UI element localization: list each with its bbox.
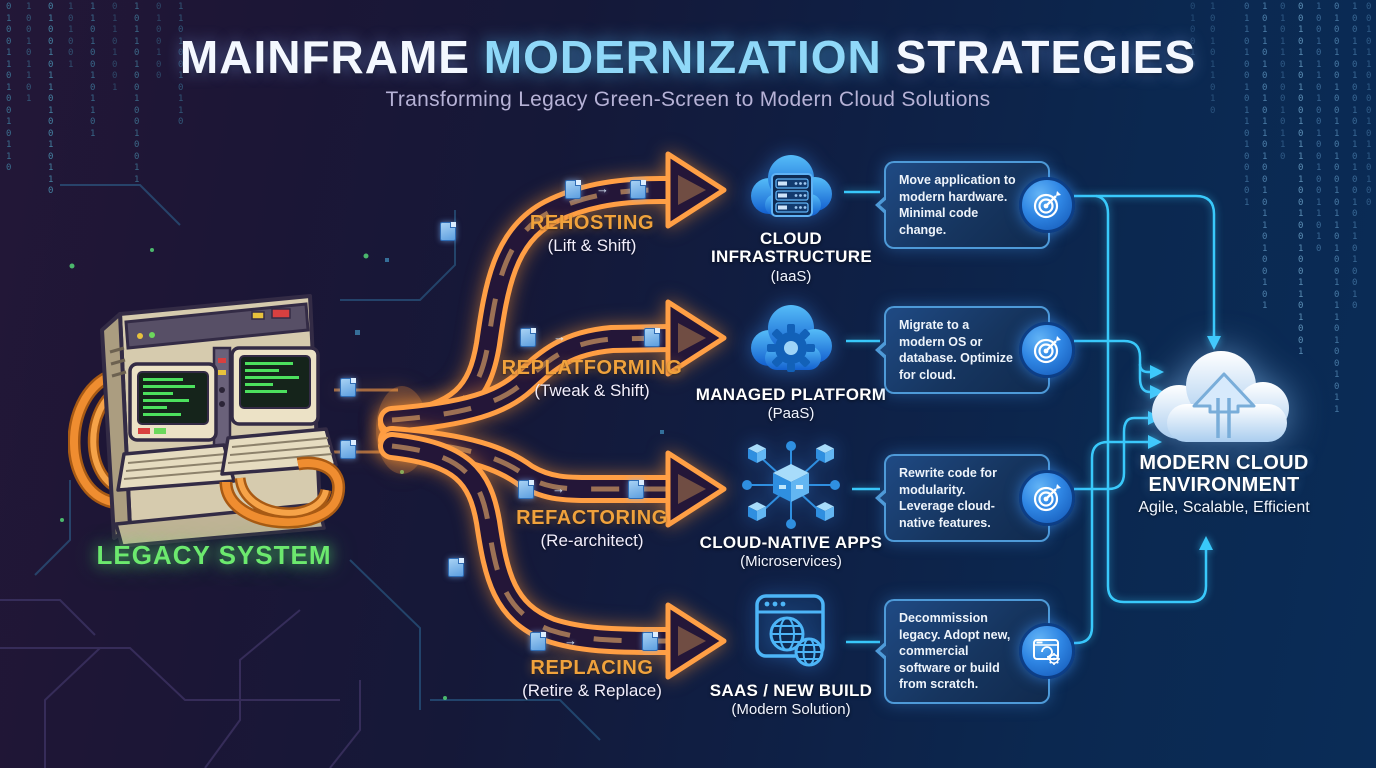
file-icon <box>628 480 644 499</box>
title-part-modernization: MODERNIZATION <box>483 31 882 83</box>
strategy-label-rehosting: REHOSTING (Lift & Shift) <box>472 212 712 256</box>
title-part-mainframe: MAINFRAME <box>179 31 470 83</box>
bubble-text: Move application to modern hardware. Min… <box>899 173 1016 237</box>
file-icon <box>530 632 546 651</box>
binary-rain-column: 1 0 0 1 0 1 1 0 1 <box>26 2 32 104</box>
file-icon <box>340 440 356 459</box>
solution-managed-platform: MANAGED PLATFORM (PaaS) <box>691 300 891 422</box>
file-icon <box>518 480 534 499</box>
file-icon <box>448 558 464 577</box>
binary-rain-column: 1 0 0 1 0 1 1 0 1 0 0 1 0 0 1 0 0 1 1 0 … <box>1316 2 1322 254</box>
solution-subtitle: (Modern Solution) <box>731 701 851 719</box>
solution-title: MANAGED PLATFORM <box>695 385 887 404</box>
flow-arrow-replacing <box>378 432 727 680</box>
binary-rain-column: 1 0 1 0 0 1 <box>68 2 74 70</box>
solution-saas-new-build: SAAS / NEW BUILD (Modern Solution) <box>691 592 891 718</box>
solution-subtitle: (PaaS) <box>767 405 815 423</box>
binary-rain-column: 0 1 0 1 1 0 1 0 0 1 0 1 1 0 <box>1280 2 1286 162</box>
binary-rain-column: 0 1 0 0 1 0 <box>1190 2 1196 70</box>
cloud-gear-icon <box>751 305 832 372</box>
binary-rain-column: 1 0 1 1 0 1 0 0 1 0 1 1 0 1 0 0 1 0 1 1 … <box>1262 2 1268 311</box>
solution-subtitle: (Microservices) <box>740 553 842 571</box>
description-bubble-refactoring: Rewrite code for modularity. Leverage cl… <box>875 454 1075 542</box>
binary-rain-column: 0 1 0 0 1 0 0 1 0 0 1 1 0 1 0 0 1 0 1 1 … <box>1334 2 1340 415</box>
description-bubble-replacing: Decommission legacy. Adopt new, commerci… <box>875 599 1075 704</box>
strategy-goal-badge <box>1019 470 1075 526</box>
binary-rain-column: 0 1 0 0 1 0 1 1 0 1 0 0 1 0 1 1 0 <box>48 2 54 196</box>
strategy-goal-badge <box>1019 322 1075 378</box>
description-bubble-rehosting: Move application to modern hardware. Min… <box>875 161 1075 249</box>
mini-flow-arrow: → <box>564 633 577 648</box>
binary-rain-column: 0 1 0 0 1 1 0 1 0 0 1 0 1 1 0 <box>6 2 12 173</box>
file-icon <box>642 632 658 651</box>
page-title: MAINFRAME MODERNIZATION STRATEGIES <box>0 30 1376 84</box>
connector-lines <box>844 190 1216 645</box>
strategy-name: REFACTORING <box>516 507 668 529</box>
browser-globe-icon <box>755 594 825 667</box>
page-subtitle: Transforming Legacy Green-Screen to Mode… <box>385 88 991 111</box>
description-bubble-replatforming: Migrate to a modern OS or database. Opti… <box>875 306 1075 394</box>
strategy-name: REPLACING <box>530 657 654 679</box>
bubble-text: Decommission legacy. Adopt new, commerci… <box>899 611 1011 691</box>
bubble-text: Migrate to a modern OS or database. Opti… <box>899 318 1013 382</box>
file-icon <box>644 328 660 347</box>
strategy-method: (Tweak & Shift) <box>534 381 650 400</box>
file-icon <box>520 328 536 347</box>
binary-rain-column: 0 0 1 0 1 1 0 1 0 0 1 0 1 1 0 1 0 0 1 0 … <box>1298 2 1304 357</box>
strategy-goal-badge <box>1019 177 1075 233</box>
flow-arrow-replatforming <box>378 299 727 434</box>
binary-rain-column: 0 1 1 0 1 0 0 1 <box>112 2 118 93</box>
mini-flow-arrow: → <box>552 481 565 496</box>
solution-title: SAAS / NEW BUILD <box>709 681 873 700</box>
mini-flow-arrow: → <box>553 329 566 344</box>
strategy-label-replatforming: REPLATFORMING (Tweak & Shift) <box>472 357 712 401</box>
legacy-system-label: LEGACY SYSTEM <box>96 540 332 570</box>
app-gear-icon <box>1033 639 1060 666</box>
cloud-upload-icon <box>1152 351 1289 442</box>
solution-cloud-infrastructure: CLOUD INFRASTRUCTURE (IaaS) <box>691 150 891 285</box>
target-icon <box>1033 336 1061 364</box>
binary-rain-column: 1 0 0 1 1 0 1 0 0 1 0 1 1 0 1 0 0 1 0 1 … <box>1352 2 1358 311</box>
legacy-mainframe-illustration <box>68 294 346 548</box>
solution-title: CLOUD INFRASTRUCTURE <box>711 229 872 267</box>
solution-title: CLOUD-NATIVE APPS <box>699 533 883 552</box>
solution-cloud-native-apps: CLOUD-NATIVE APPS (Microservices) <box>691 438 891 570</box>
binary-rain-column: 1 0 1 1 0 1 0 0 1 0 0 1 0 0 1 1 <box>134 2 140 185</box>
binary-rain-column: 1 1 0 1 0 0 1 0 1 1 0 1 <box>90 2 96 139</box>
file-icon <box>440 222 456 241</box>
microservices-cubes-icon <box>742 441 840 529</box>
cloud-servers-icon <box>751 155 832 217</box>
binary-rain-column: 0 1 0 0 1 0 0 <box>156 2 162 81</box>
title-part-strategies: STRATEGIES <box>895 31 1197 83</box>
strategy-goal-badge <box>1019 623 1075 680</box>
file-icon <box>630 180 646 199</box>
strategy-method: (Retire & Replace) <box>522 681 662 700</box>
mini-flow-arrow: → <box>596 181 609 196</box>
solution-subtitle: (IaaS) <box>770 267 812 285</box>
destination-title: MODERN CLOUD ENVIRONMENT <box>1139 452 1309 497</box>
target-icon <box>1033 484 1061 512</box>
file-icon <box>340 378 356 397</box>
strategy-name: REHOSTING <box>529 212 655 234</box>
bubble-text: Rewrite code for modularity. Leverage cl… <box>899 466 997 530</box>
binary-rain-column: 0 1 1 0 1 0 0 1 0 1 1 0 1 0 0 1 0 1 <box>1244 2 1250 208</box>
binary-rain-column: 1 0 0 1 0 1 1 0 1 0 <box>1210 2 1216 116</box>
binary-rain-column: 1 1 0 1 0 0 1 0 1 1 0 <box>178 2 184 127</box>
strategy-label-refactoring: REFACTORING (Re-architect) <box>472 507 712 551</box>
strategy-name: REPLATFORMING <box>501 357 683 379</box>
strategy-method: (Re-architect) <box>540 531 644 550</box>
binary-rain-column: 0 0 1 0 1 1 0 1 0 0 1 0 1 1 0 1 0 0 <box>1366 2 1372 208</box>
strategy-label-replacing: REPLACING (Retire & Replace) <box>472 657 712 701</box>
strategy-method: (Lift & Shift) <box>547 236 637 255</box>
destination-subtitle: Agile, Scalable, Efficient <box>1138 499 1310 516</box>
target-icon <box>1033 191 1061 219</box>
file-icon <box>565 180 581 199</box>
